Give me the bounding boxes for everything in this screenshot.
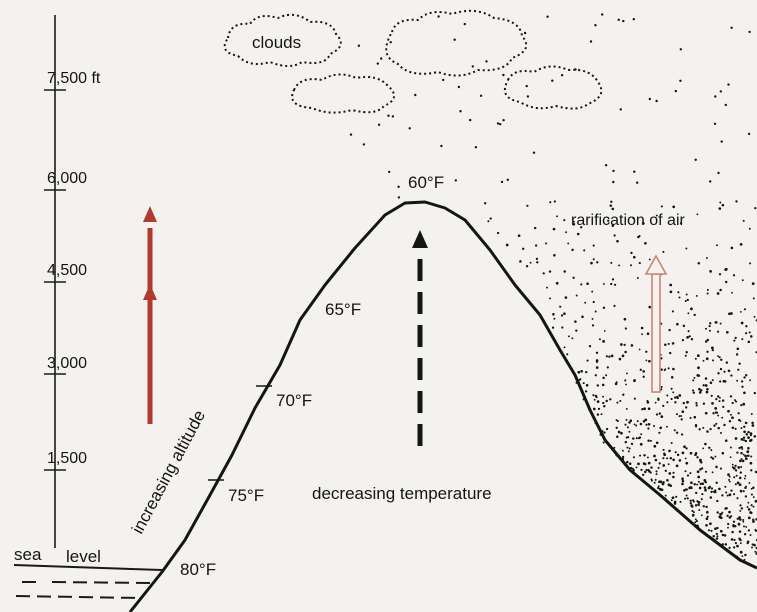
- cloud-1: [223, 13, 342, 67]
- rarification-label: rarification of air: [571, 212, 685, 229]
- temp-label-60f: 60°F: [408, 173, 445, 192]
- cloud-group: [223, 9, 603, 114]
- altitude-label-1500: 1,500: [47, 450, 88, 467]
- temperature-arrow-head: [412, 230, 428, 248]
- sea-label: sea: [14, 545, 42, 564]
- air-dots: [470, 200, 757, 565]
- altitude-arrow-head: [143, 206, 157, 222]
- altitude-label-4500: 4,500: [47, 262, 88, 279]
- decreasing-temperature-label: decreasing temperature: [312, 484, 492, 503]
- altitude-arrow-mid-head: [143, 284, 157, 300]
- altitude-label-6000: 6,000: [47, 170, 88, 187]
- sea-water: [13, 564, 163, 599]
- cloud-2: [385, 9, 528, 77]
- rarification-arrow-head: [644, 254, 668, 275]
- cloud-3: [291, 73, 395, 114]
- mountain-outline: [128, 200, 757, 612]
- temp-label-75f: 75°F: [228, 486, 265, 505]
- temp-label-65f: 65°F: [325, 300, 362, 319]
- temp-label-80f: 80°F: [180, 560, 217, 579]
- altitude-label-7500: 7,500 ft: [47, 70, 101, 87]
- rarification-arrow-shaft: [651, 273, 661, 393]
- altitude-label-3000: 3,000: [47, 355, 88, 372]
- level-label: level: [66, 547, 101, 566]
- cloud-4: [504, 65, 603, 110]
- clouds-label: clouds: [252, 33, 302, 52]
- sky-dots: [349, 13, 751, 199]
- temp-label-70f: 70°F: [276, 391, 313, 410]
